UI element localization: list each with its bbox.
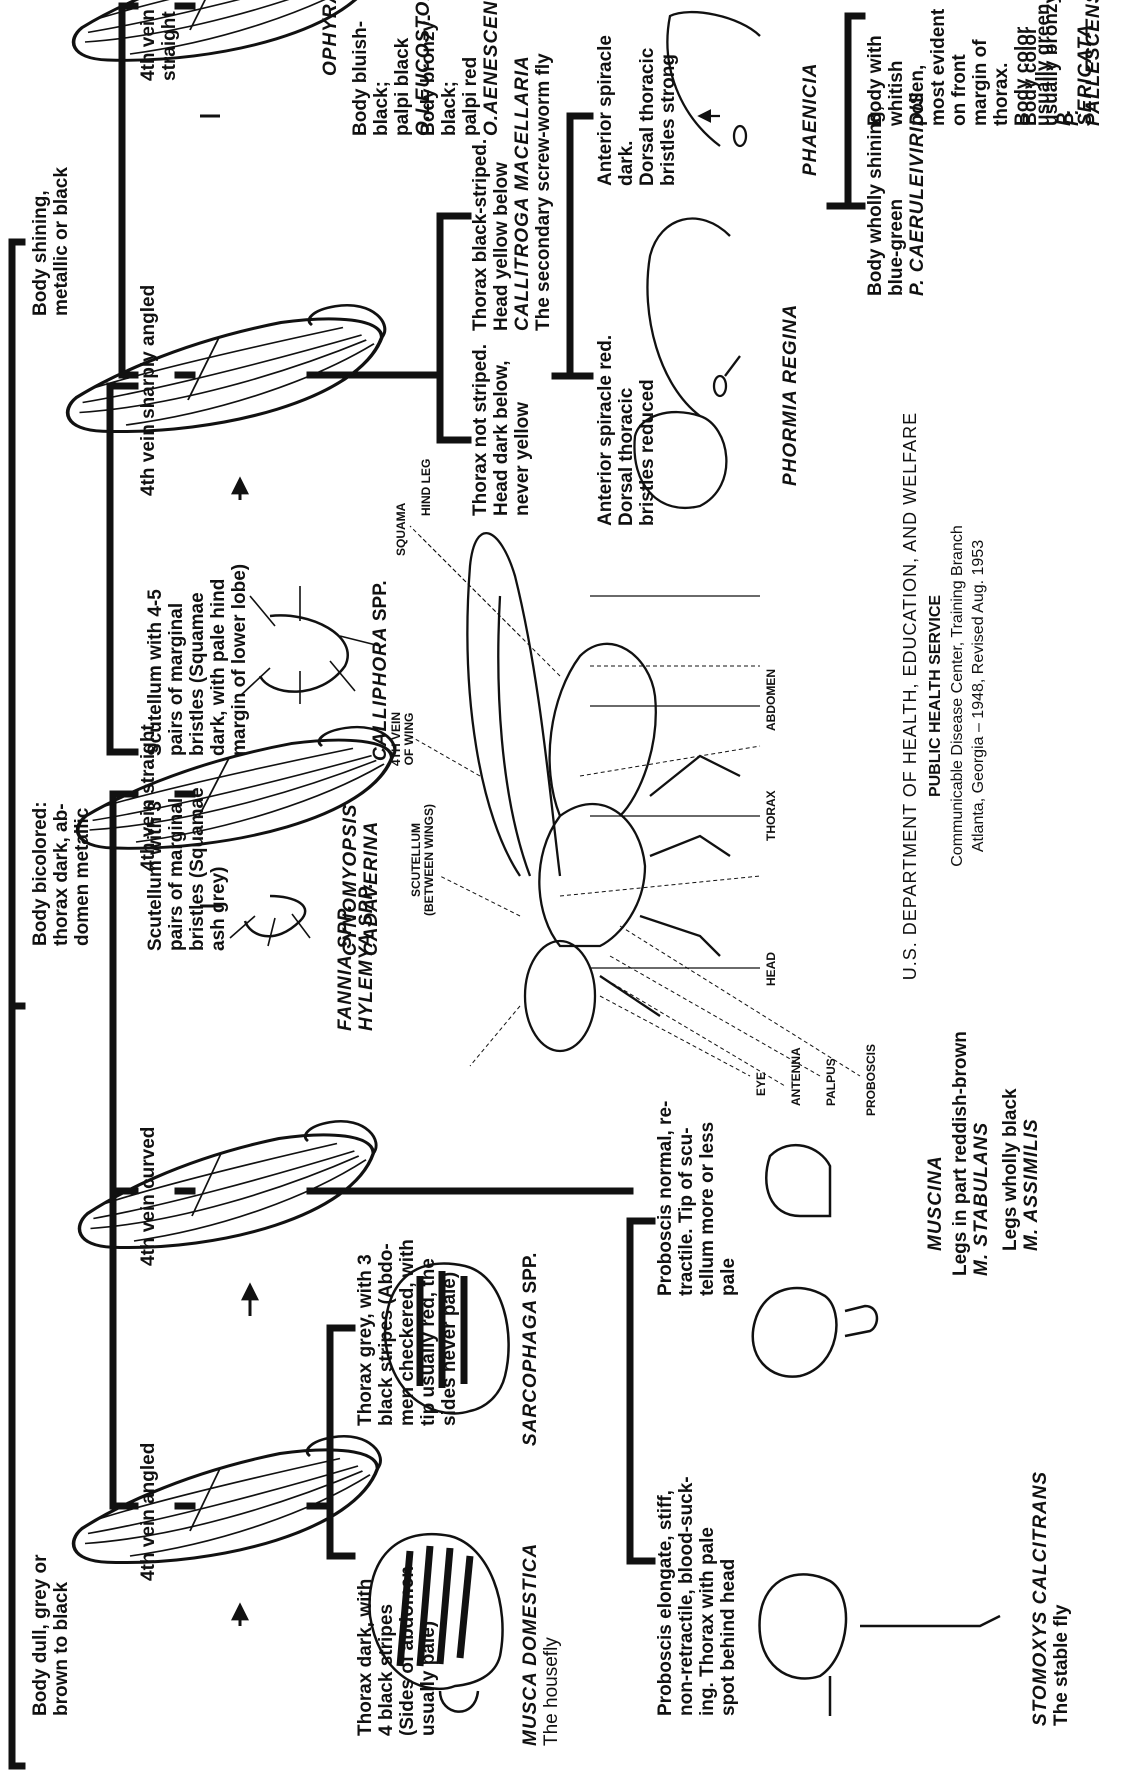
footer-service: PUBLIC HEALTH SERVICE: [925, 316, 946, 1076]
phaenicia-label: PHAENICIA: [800, 62, 821, 176]
scutellum-anatomy-label: SCUTELLUM (BETWEEN WINGS): [410, 804, 436, 916]
calliphora-name: CALLIPHORA SPP.: [370, 580, 391, 761]
muscina-label: MUSCINA: [925, 1155, 946, 1251]
sarcophaga-description: Thorax grey, with 3 black stripes (Abdo-…: [355, 1239, 460, 1426]
palpus-anatomy-label: PALPUS: [825, 1058, 838, 1106]
ophyra-label: OPHYRA: [320, 0, 341, 76]
abdomen-anatomy-label: ABDOMEN: [765, 669, 778, 731]
body-shining-label: Body shining, metallic or black: [30, 167, 72, 316]
vein-straight-2-label: 4th vein straight: [138, 0, 180, 81]
head-anatomy-label: HEAD: [765, 952, 778, 986]
spiracle-red-label: Anterior spiracle red. Dorsal thoracic b…: [595, 335, 658, 526]
antenna-anatomy-label: ANTENNA: [790, 1047, 803, 1106]
wing-curved-drawing: [79, 1121, 376, 1247]
body-dull-label: Body dull, grey or brown to black: [30, 1554, 72, 1716]
spiracle-dark-label: Anterior spiracle dark. Dorsal thoracic …: [595, 0, 679, 186]
body-bicolored-label: Body bicolored: thorax dark, ab- domen m…: [30, 801, 93, 946]
vein-angled-label: 4th vein angled: [138, 1443, 159, 1581]
cynomyopsis-name: CYNOMYOPSIS CADAVERINA: [340, 804, 382, 956]
fourth-vein-anatomy-label: 4TH VEIN OF WING: [390, 712, 416, 766]
wing-sharply-angled-drawing: [68, 305, 385, 431]
phormia-regina-label: PHORMIA REGINA: [780, 304, 801, 486]
footer-center: Communicable Disease Center, Training Br…: [947, 316, 968, 1076]
proboscis-anatomy-label: PROBOSCIS: [865, 1044, 878, 1116]
vein-curved-label: 4th vein curved: [138, 1127, 159, 1266]
fly-anatomy-drawing: [410, 526, 860, 1086]
calliphora-description: Scutellum with 4-5 pairs of marginal bri…: [145, 564, 250, 756]
sarcophaga-name: SARCOPHAGA SPP.: [520, 1253, 541, 1446]
hind-leg-anatomy-label: HIND LEG: [420, 459, 433, 516]
thorax-anatomy-label: THORAX: [765, 790, 778, 841]
muscina-description: Proboscis normal, re- tractile. Tip of s…: [655, 1101, 739, 1296]
eye-anatomy-label: EYE: [755, 1072, 768, 1096]
footer-date: Atlanta, Georgia – 1948, Revised Aug. 19…: [968, 316, 989, 1076]
wing-angled-drawing: [74, 1436, 381, 1562]
footer-department: U.S. DEPARTMENT OF HEALTH, EDUCATION, AN…: [900, 316, 921, 1076]
vein-sharply-angled-label: 4th vein sharply angled: [138, 285, 159, 496]
cynomyopsis-description: Scutellum with 3 pairs of marginal brist…: [145, 787, 229, 951]
squama-anatomy-label: SQUAMA: [395, 503, 408, 556]
thorax-not-striped-label: Thorax not striped. Head dark below, nev…: [470, 344, 533, 516]
musca-description: Thorax dark, with 4 black stripes (Sides…: [355, 1566, 439, 1736]
stomoxys-description: Proboscis elongate, stiff, non-retractil…: [655, 1476, 739, 1716]
